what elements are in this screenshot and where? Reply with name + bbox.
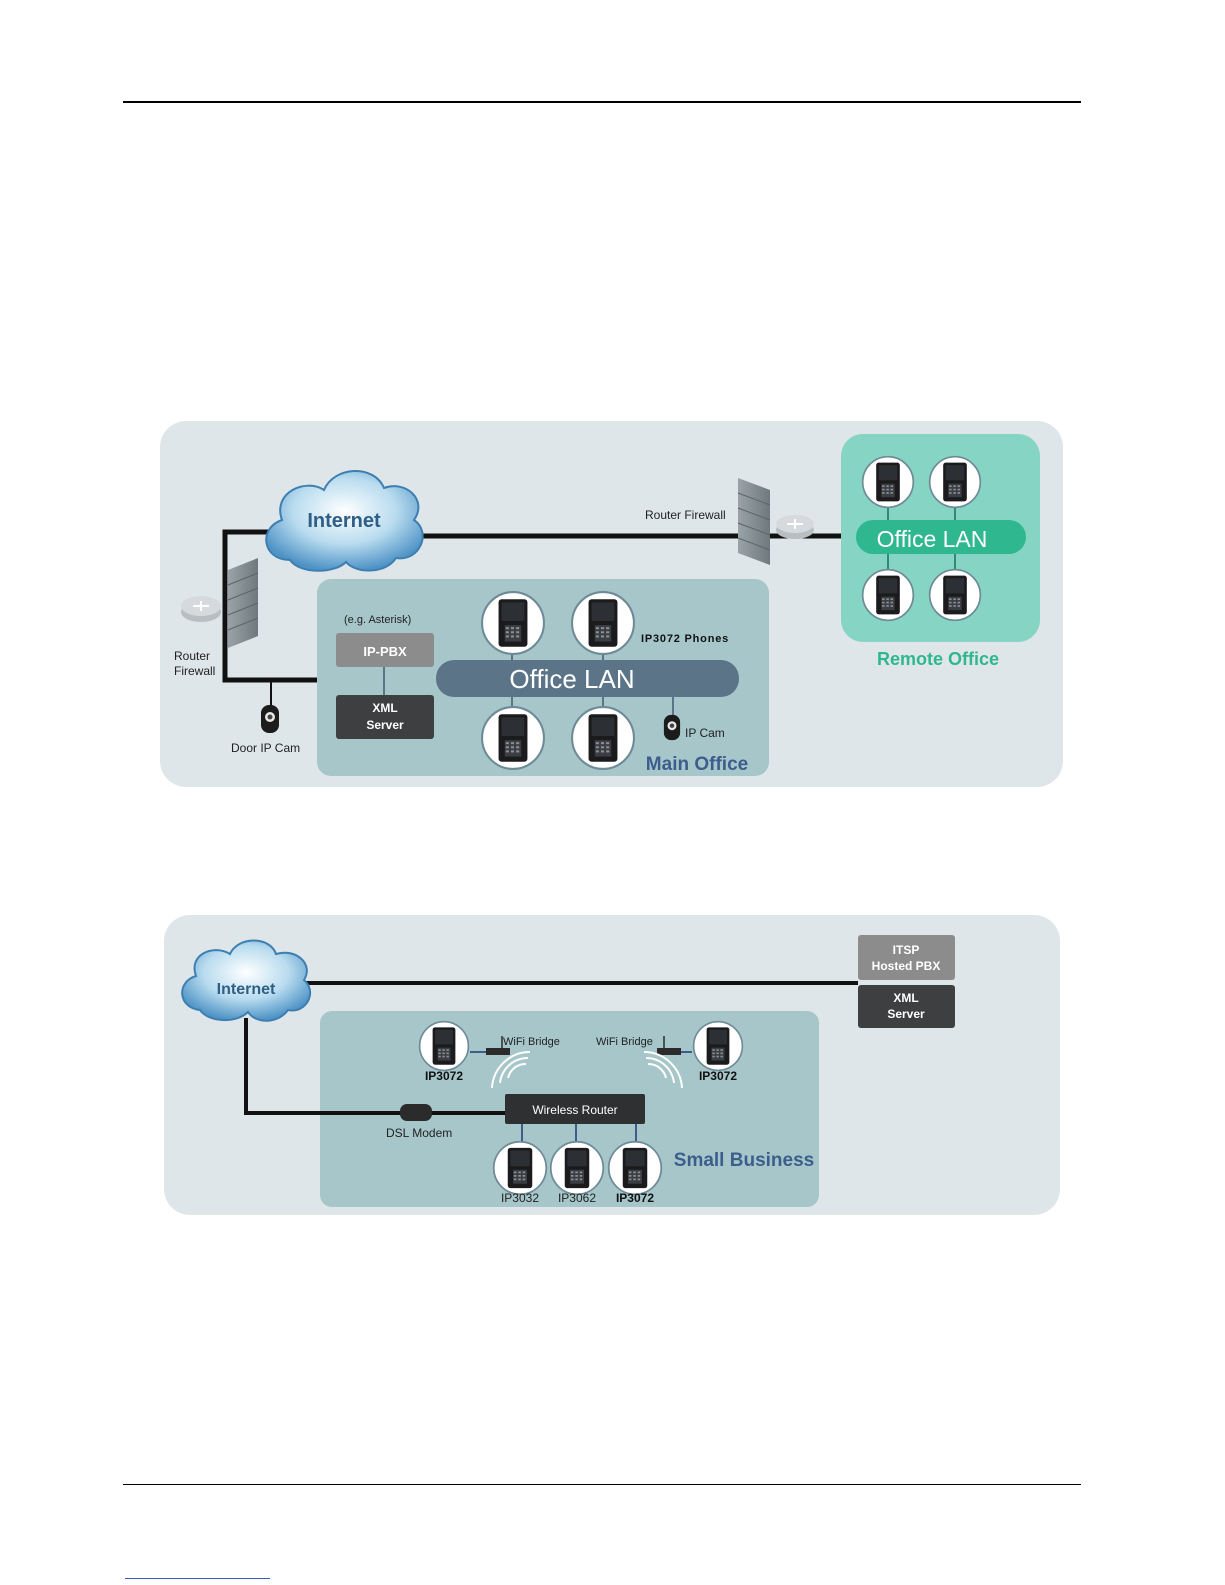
phone-ip3032 [494,1142,547,1195]
main-phone-1 [482,592,544,654]
remote-phone-2 [930,457,981,508]
internet-label-2: Internet [217,981,276,998]
phones-label: IP3072 Phones [641,633,729,645]
main-router-label-line2: Firewall [174,664,215,678]
phone-ip3062 [551,1142,604,1195]
remote-phone-4 [930,570,981,621]
wifi-bridge-left-label: WiFi Bridge [503,1036,560,1048]
phone-ip3062-label: IP3062 [558,1191,596,1205]
phone-ip3072-label: IP3072 [616,1191,654,1205]
wifi-bridge-left-icon [486,1048,510,1055]
diagram-main-remote-office: Office LAN Remote Office Router Firewall… [160,421,1063,787]
remote-router-firewall-label: Router Firewall [645,508,726,522]
main-phone-2 [572,592,634,654]
xml-server-2-label-line1: XML [893,991,918,1005]
ip-pbx-label: IP-PBX [363,644,407,659]
small-business-title: Small Business [674,1150,814,1171]
main-lan-label: Office LAN [509,664,634,694]
remote-phone-1 [863,457,914,508]
xml-server-2-label-line2: Server [887,1007,925,1021]
remote-lan-label: Office LAN [877,526,988,552]
itsp-box [858,935,955,980]
phone-ip3072 [609,1142,662,1195]
main-phone-4 [572,707,634,769]
wifi-phone-right-label: IP3072 [699,1069,737,1083]
itsp-label-line1: ITSP [893,943,920,957]
main-router-label-line1: Router [174,649,210,663]
dsl-modem-label: DSL Modem [386,1126,452,1140]
asterisk-note: (e.g. Asterisk) [344,614,411,626]
wifi-phone-left [420,1022,469,1071]
wireless-router-label: Wireless Router [532,1103,617,1117]
ip-cam-icon [664,715,680,740]
dsl-modem-icon [400,1104,432,1121]
wifi-bridge-right-icon [657,1048,681,1055]
door-ip-cam-label: Door IP Cam [231,741,300,755]
door-ip-cam-icon [261,705,279,733]
xml-server-label-line1: XML [372,701,397,715]
wifi-phone-right [694,1022,743,1071]
phone-ip3032-label: IP3032 [501,1191,539,1205]
xml-server-label-line2: Server [366,718,404,732]
remote-office-title: Remote Office [877,649,999,669]
internet-label: Internet [307,510,381,532]
wifi-phone-left-label: IP3072 [425,1069,463,1083]
main-phone-3 [482,707,544,769]
diagram-small-business: Internet ITSP Hosted PBX XML Server DSL … [164,915,1060,1215]
itsp-label-line2: Hosted PBX [872,959,941,973]
remote-phone-3 [863,570,914,621]
ip-cam-label: IP Cam [685,726,725,740]
main-office-title: Main Office [646,754,748,775]
wifi-bridge-right-label: WiFi Bridge [596,1036,653,1048]
